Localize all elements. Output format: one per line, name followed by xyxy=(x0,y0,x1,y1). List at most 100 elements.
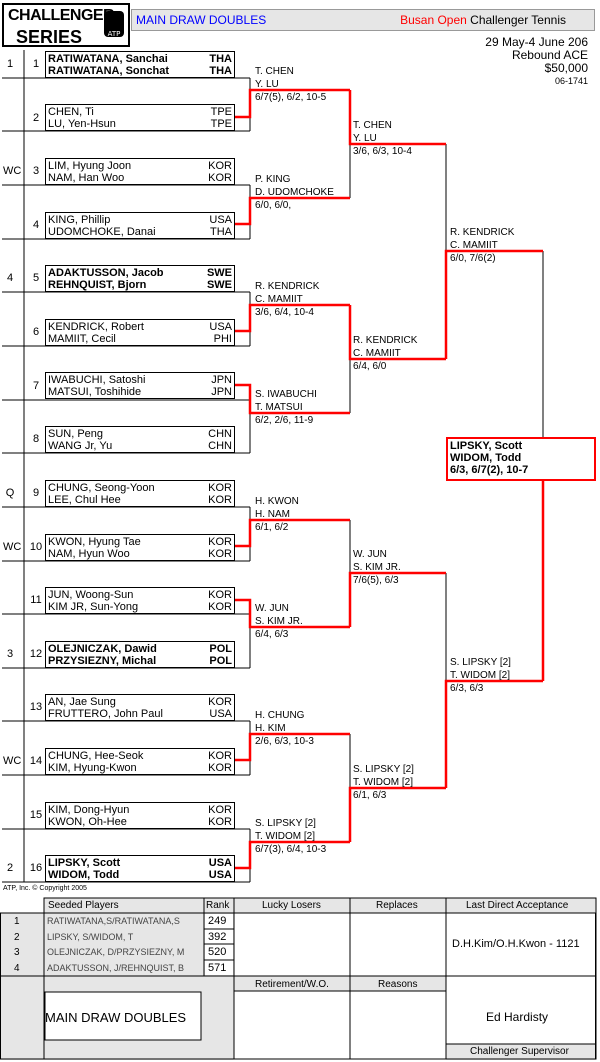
round2-score: 6/1, 6/2 xyxy=(255,522,289,533)
challenger-series-logo: CHALLENGER SERIES ATP xyxy=(2,3,130,47)
seed-rank: 571 xyxy=(208,962,227,974)
tournament-name-black: Challenger Tennis xyxy=(466,13,566,27)
player-country: SWE xyxy=(206,267,232,279)
last-direct-acceptance-value: D.H.Kim/O.H.Kwon - 1121 xyxy=(452,938,580,950)
player-country: KOR xyxy=(208,601,232,613)
bracket-lines xyxy=(2,50,545,883)
qf-score: 3/6, 6/3, 10-4 xyxy=(353,146,412,157)
player-country: JPN xyxy=(211,374,232,386)
champion-team-1: LIPSKY, Scott xyxy=(450,440,523,452)
draw-number: 14 xyxy=(29,755,43,767)
player-country: SWE xyxy=(206,279,232,291)
seed-label: Q xyxy=(5,487,15,499)
player-name: OLEJNICZAK, Dawid xyxy=(48,643,157,655)
draw-number: 1 xyxy=(32,58,40,70)
player-country: THA xyxy=(209,53,232,65)
round2-team-1: P. KING xyxy=(255,174,291,185)
tournament-code: 06-1741 xyxy=(554,76,588,86)
sf-score: 6/3, 6/3 xyxy=(450,683,484,694)
tournament-dates: 29 May-4 June 206 xyxy=(485,35,588,49)
draw-number: 16 xyxy=(29,862,43,874)
champion-score: 6/3, 6/7(2), 10-7 xyxy=(450,464,529,476)
round2-score: 2/6, 6/3, 10-3 xyxy=(255,736,314,747)
seed-number: 4 xyxy=(14,963,20,974)
seed-name: RATIWATANA,S/RATIWATANA,S xyxy=(47,916,180,926)
seed-label: 2 xyxy=(6,862,14,874)
player-country: KOR xyxy=(208,494,232,506)
player-name: AN, Jae Sung xyxy=(48,696,116,708)
player-country: KOR xyxy=(208,696,232,708)
player-name: CHUNG, Hee-Seok xyxy=(48,750,144,762)
player-name: CHUNG, Seong-Yoon xyxy=(48,482,155,494)
round2-team-2: D. UDOMCHOKE xyxy=(255,187,334,198)
player-name: FRUTTERO, John Paul xyxy=(48,708,163,720)
last-direct-acceptance-header: Last Direct Acceptance xyxy=(466,900,569,911)
player-country: KOR xyxy=(208,816,232,828)
player-name: WIDOM, Todd xyxy=(48,869,120,881)
champion-box: LIPSKY, Scott WIDOM, Todd 6/3, 6/7(2), 1… xyxy=(446,437,596,481)
player-country: KOR xyxy=(208,536,232,548)
qf-team-1: W. JUN xyxy=(353,549,387,560)
draw-number: 5 xyxy=(32,272,40,284)
sf-team-2: C. MAMIIT xyxy=(450,240,498,251)
player-country: PHI xyxy=(213,333,232,345)
seed-label: WC xyxy=(3,165,22,177)
player-name: ADAKTUSSON, Jacob xyxy=(48,267,164,279)
player-name: MATSUI, Toshihide xyxy=(48,386,142,398)
player-name: KIM, Dong-Hyun xyxy=(48,804,130,816)
player-country: CHN xyxy=(208,440,232,452)
tournament-name: Busan Open Challenger Tennis xyxy=(400,13,566,27)
player-country: USA xyxy=(209,708,232,720)
player-name: NAM, Hyun Woo xyxy=(48,548,130,560)
sf-team-2: T. WIDOM [2] xyxy=(450,670,510,681)
draw-number: 2 xyxy=(32,112,40,124)
player-country: THA xyxy=(210,226,232,238)
seed-rank: 520 xyxy=(208,946,227,958)
round2-team-2: T. MATSUI xyxy=(255,402,303,413)
copyright: ATP, Inc. © Copyright 2005 xyxy=(3,885,87,892)
round2-team-2: H. KIM xyxy=(255,723,286,734)
player-country: KOR xyxy=(208,750,232,762)
player-name: NAM, Han Woo xyxy=(48,172,125,184)
tournament-prize: $50,000 xyxy=(544,61,588,75)
seed-name: ADAKTUSSON, J/REHNQUIST, B xyxy=(47,963,185,973)
footer-table-grid xyxy=(0,897,597,1060)
winner-path-lines xyxy=(235,88,545,870)
supervisor-name: Ed Hardisty xyxy=(486,1010,549,1024)
draw-number: 6 xyxy=(32,326,40,338)
player-country: KOR xyxy=(208,589,232,601)
player-name: LEE, Chul Hee xyxy=(48,494,121,506)
player-name: KING, Phillip xyxy=(48,214,111,226)
round2-score: 6/0, 6/0, xyxy=(255,200,292,211)
seed-number: 2 xyxy=(14,932,20,943)
round2-team-2: T. WIDOM [2] xyxy=(255,831,315,842)
player-country: JPN xyxy=(211,386,232,398)
player-country: KOR xyxy=(208,172,232,184)
draw-number: 12 xyxy=(29,648,43,660)
round2-team-2: Y. LU xyxy=(255,79,279,90)
logo-line2: SERIES xyxy=(16,27,83,47)
seed-label: 3 xyxy=(6,648,14,660)
seed-number: 3 xyxy=(14,947,20,958)
seed-label: 4 xyxy=(6,272,14,284)
player-name: RATIWATANA, Sanchai xyxy=(48,53,168,65)
qf-team-2: C. MAMIIT xyxy=(353,348,401,359)
seed-name: OLEJNICZAK, D/PRZYSIEZNY, M xyxy=(47,947,185,957)
draw-number: 8 xyxy=(32,433,40,445)
supervisor-label: Challenger Supervisor xyxy=(470,1046,569,1057)
draw-number: 11 xyxy=(30,594,42,606)
player-country: TPE xyxy=(210,106,232,118)
seed-number: 1 xyxy=(14,916,20,927)
qf-team-1: R. KENDRICK xyxy=(353,335,418,346)
round2-score: 3/6, 6/4, 10-4 xyxy=(255,307,314,318)
qf-team-2: S. KIM JR. xyxy=(353,562,401,573)
retirement-header: Retirement/W.O. xyxy=(255,979,329,990)
round2-team-1: T. CHEN xyxy=(255,66,294,77)
